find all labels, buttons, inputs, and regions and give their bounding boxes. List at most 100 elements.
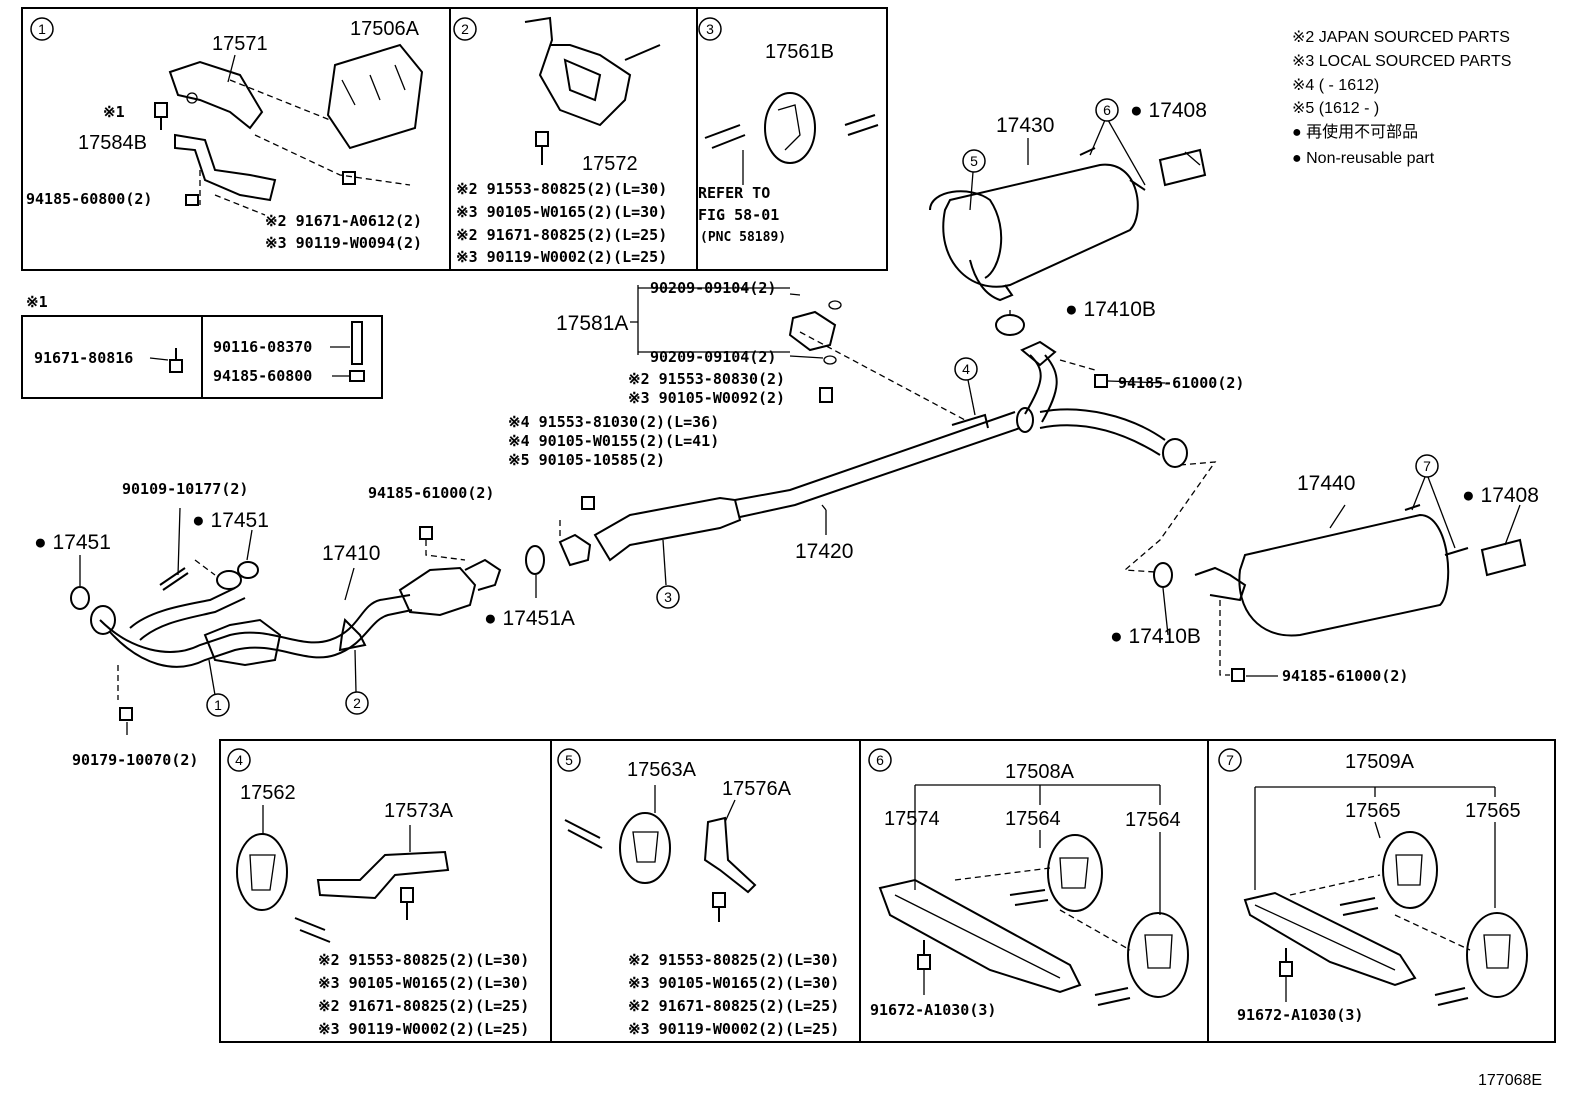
b5-line-4: ※3 90119-W0002(2)(L=25) [628,1020,839,1038]
part-94185-61000-a: 94185-61000(2) [1118,374,1244,392]
callout-7: 7 [1411,454,1456,549]
legend-line-2: ※3 LOCAL SOURCED PARTS [1292,53,1511,70]
part-94185-60800-b: 94185-60800 [213,367,312,385]
bolt-icon [154,102,356,206]
callout-1: 1 [206,659,230,717]
callout-circle-4b [227,748,251,772]
box4-num: 4 [235,752,243,768]
part-17408-top: ● 17408 [1130,99,1207,122]
muffler-17440-drawing [1153,504,1469,637]
bolt-icon-6 [400,887,414,920]
b4-line-1: ※2 91553-80825(2)(L=30) [318,951,529,969]
bracket-17576A-drawing [703,799,757,894]
legend-line-4: ※5 (1612 - ) [1292,100,1379,117]
nut-icon [419,526,433,540]
part-17574: 17574 [884,808,940,830]
part-17506A: 17506A [350,18,420,40]
part-90209-09104-a: 90209-09104(2) [650,279,776,297]
b3-pnc: (PNC 58189) [700,230,786,245]
part-90105-10585: ※5 90105-10585(2) [508,451,665,469]
part-17451A: ● 17451A [484,607,575,630]
part-90116-08370: 90116-08370 [213,338,312,356]
bolt-icon-3 [149,321,365,382]
bracket-17573A-drawing [316,825,450,900]
callout-2: 2 [345,649,369,715]
part-90105-W0092: ※3 90105-W0092(2) [628,389,785,407]
b5-line-3: ※2 91671-80825(2)(L=25) [628,997,839,1015]
svg-text:5: 5 [970,153,978,169]
box1-num: 1 [38,21,46,37]
part-17572: 17572 [582,153,638,175]
bracket-17509A-drawing [1243,891,1417,987]
gasket-17451A [525,545,545,575]
gasket-17451-right [237,561,259,579]
bolt-icon-7 [712,892,726,922]
part-17563A: 17563A [627,759,697,781]
note1-right-frame [201,315,383,399]
svg-text:4: 4 [962,361,970,377]
part-17584B: 17584B [78,132,147,154]
box5-num: 5 [565,752,573,768]
part-17565-a: 17565 [1345,800,1401,822]
callout-4: 4 [954,357,978,416]
note-ref-1: ※1 [103,103,125,121]
b4-line-4: ※3 90119-W0002(2)(L=25) [318,1020,529,1038]
part-91672-A1030-b: 91672-A1030(3) [1237,1006,1363,1024]
center-pipe-17420-drawing [558,340,1188,567]
b3-refer: REFER TO [698,184,770,202]
part-17408-bottom: ● 17408 [1462,484,1539,507]
part-17410B-bottom: ● 17410B [1110,625,1201,648]
box2-num: 2 [461,21,469,37]
heat-shield-17506A-drawing [326,43,424,150]
bolt-icon-2 [535,131,549,165]
part-17565-b: 17565 [1465,800,1521,822]
part-17509A: 17509A [1345,751,1415,773]
bolt-icon-4 [581,496,595,510]
part-91553-81030: ※4 91553-81030(2)(L=36) [508,413,719,431]
part-17440: 17440 [1297,472,1355,495]
hanger-17561B-drawing [704,92,879,164]
bolt-icon-5 [819,387,833,403]
nut-icon-4 [1094,374,1108,388]
hanger-17564-b-drawing [1127,912,1189,998]
part-90119-W0094: ※3 90119-W0094(2) [265,234,422,252]
callout-circle-2 [453,17,477,41]
callout-circle-3 [698,17,722,41]
bolt-icon-8 [917,940,931,995]
legend-line-5: ● 再使用不可部品 [1292,123,1418,141]
svg-text:1: 1 [214,697,222,713]
part-17451-left: ● 17451 [34,531,111,554]
part-90179-10070: 90179-10070(2) [72,751,198,769]
nut-icon-2 [119,707,133,721]
part-17564-b: 17564 [1125,809,1181,831]
hanger-17581A-drawing [630,285,842,365]
hanger-17564-a-drawing [1047,834,1103,912]
hanger-17563A-drawing [564,785,671,884]
b5-line-2: ※3 90105-W0165(2)(L=30) [628,974,839,992]
box3-num: 3 [706,21,714,37]
callout-circle-6b [868,748,892,772]
part-91672-A1030-a: 91672-A1030(3) [870,1001,996,1019]
nut-icon-3 [1231,668,1245,682]
b2-line-3: ※2 91671-80825(2)(L=25) [456,226,667,244]
svg-text:6: 6 [1103,102,1111,118]
legend-line-1: ※2 JAPAN SOURCED PARTS [1292,29,1510,46]
b4-line-2: ※3 90105-W0165(2)(L=30) [318,974,529,992]
part-17561B: 17561B [765,41,834,63]
part-94185-61000-c: 94185-61000(2) [1282,667,1408,685]
bracket-17571-drawing [168,54,264,130]
catalytic-converter-rear [398,566,477,617]
part-17410: 17410 [322,542,380,565]
svg-text:3: 3 [664,589,672,605]
b4-line-3: ※2 91671-80825(2)(L=25) [318,997,529,1015]
callout-5: 5 [962,149,986,211]
part-17571: 17571 [212,33,268,55]
hanger-17565-a-drawing [1382,831,1438,909]
mount-17572-drawing [524,16,661,127]
b2-line-4: ※3 90119-W0002(2)(L=25) [456,248,667,266]
legend-line-3: ※4 ( - 1612) [1292,77,1379,94]
part-91671-80816: 91671-80816 [34,349,133,367]
part-17451-right: ● 17451 [192,509,269,532]
svg-text:2: 2 [353,695,361,711]
